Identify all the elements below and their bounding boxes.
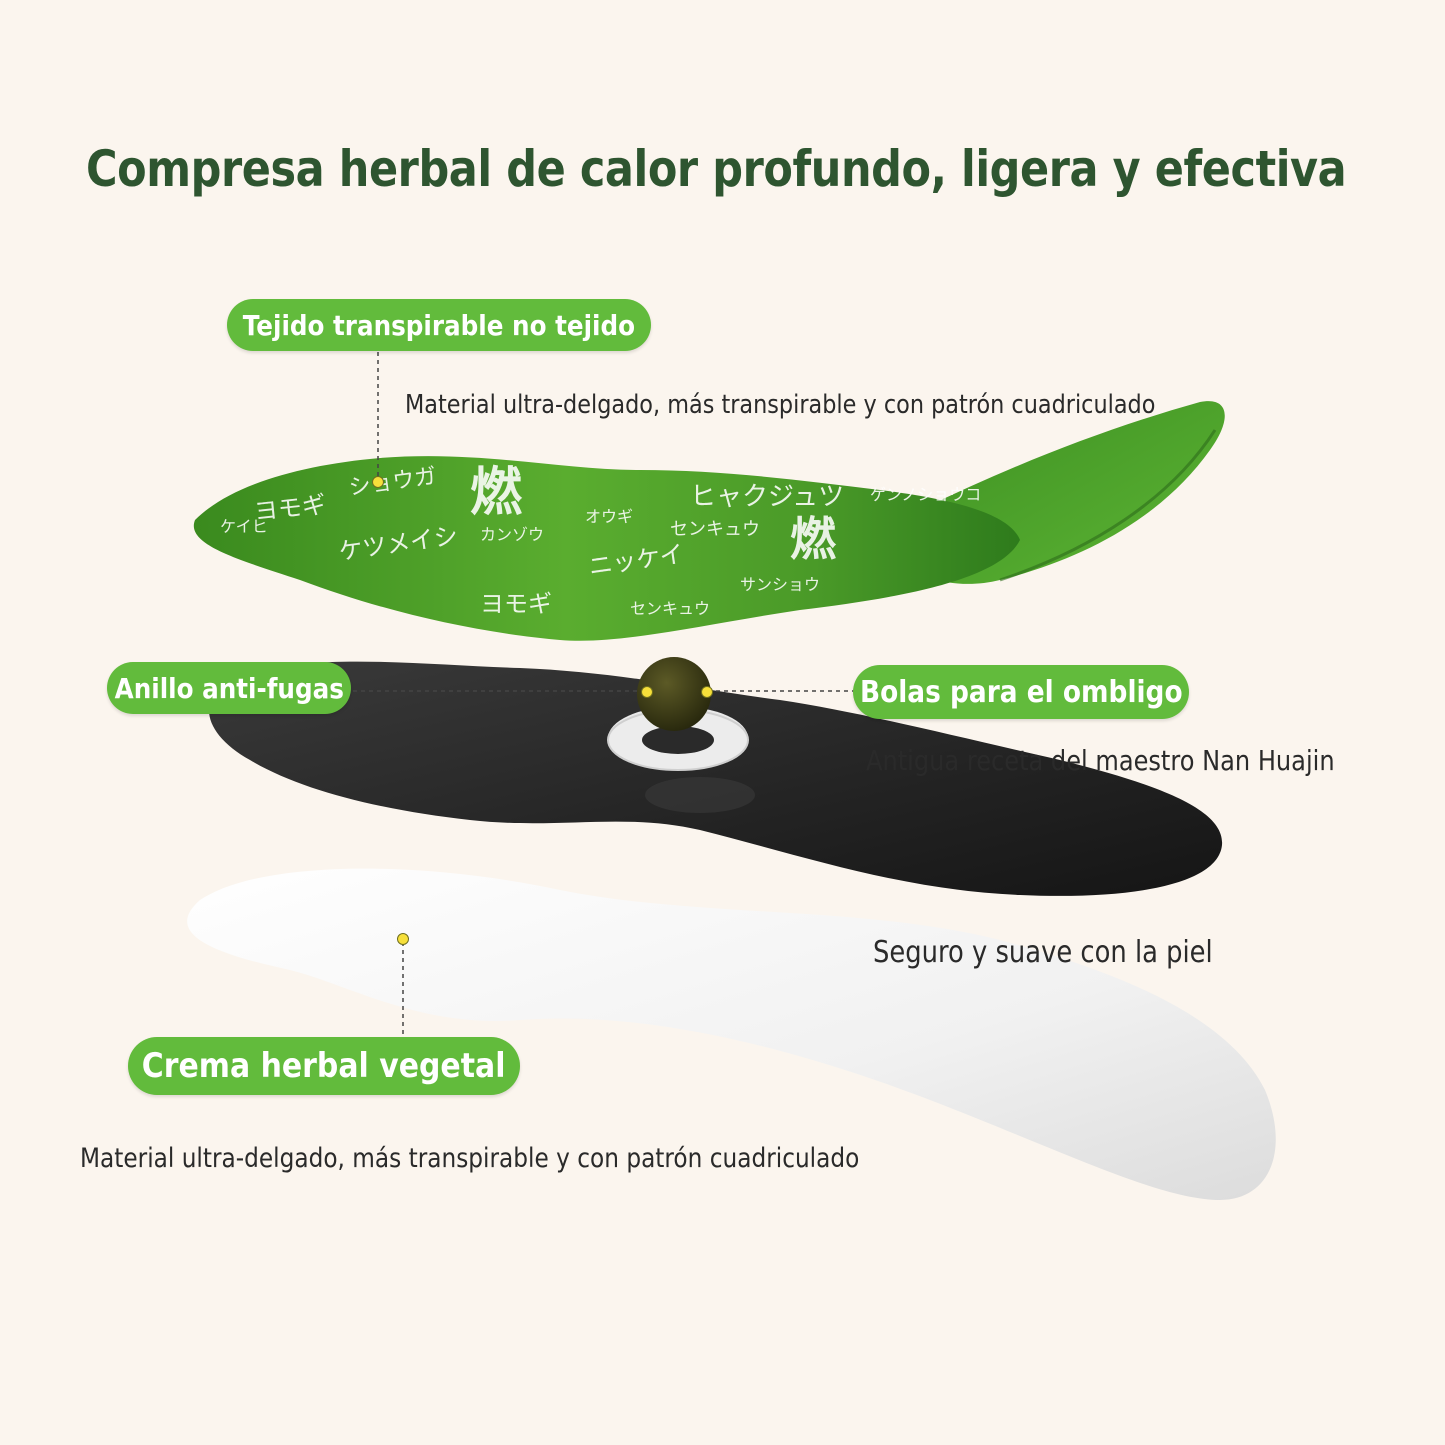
svg-text:センキュウ: センキュウ [670, 519, 760, 540]
label-anti-leak-ring: Anillo anti-fugas [107, 662, 351, 714]
cream-layer-shape [187, 868, 1276, 1200]
label-text: Anillo anti-fugas [114, 671, 344, 705]
label-nonwoven-fabric: Tejido transpirable no tejido [227, 299, 651, 351]
desc-skin-safe: Seguro y suave con la piel [873, 935, 1213, 970]
page-title: Compresa herbal de calor profundo, liger… [86, 140, 1347, 198]
nonwoven-layer-shape [193, 456, 1021, 641]
svg-text:サンショウ: サンショウ [740, 575, 820, 594]
label-text: Bolas para el ombligo [859, 674, 1183, 710]
desc-navel-balls: Antigua receta del maestro Nan Huajin [866, 744, 1335, 777]
svg-text:ヨモギ: ヨモギ [480, 590, 552, 618]
svg-text:燃: 燃 [470, 463, 523, 523]
desc-nonwoven-fabric: Material ultra-delgado, más transpirable… [405, 390, 1156, 420]
label-text: Tejido transpirable no tejido [242, 308, 636, 342]
svg-text:ゲンノショウコ: ゲンノショウコ [870, 485, 981, 504]
marker-dot-icon [701, 686, 713, 698]
svg-text:燃: 燃 [790, 512, 837, 566]
svg-text:オウギ: オウギ [585, 507, 633, 526]
marker-dot-icon [641, 686, 653, 698]
desc-herbal-cream: Material ultra-delgado, más transpirable… [80, 1143, 860, 1174]
label-herbal-cream: Crema herbal vegetal [128, 1037, 520, 1095]
marker-dot-icon [397, 933, 409, 945]
svg-text:センキュウ: センキュウ [630, 599, 710, 618]
svg-text:ヒャクジュツ: ヒャクジュツ [690, 482, 844, 512]
marker-dot-icon [372, 476, 384, 488]
label-navel-balls: Bolas para el ombligo [853, 665, 1189, 719]
svg-text:カンゾウ: カンゾウ [480, 525, 544, 544]
svg-text:ケイヒ: ケイヒ [220, 517, 268, 536]
navel-ball-icon [637, 657, 711, 731]
label-text: Crema herbal vegetal [142, 1046, 506, 1086]
